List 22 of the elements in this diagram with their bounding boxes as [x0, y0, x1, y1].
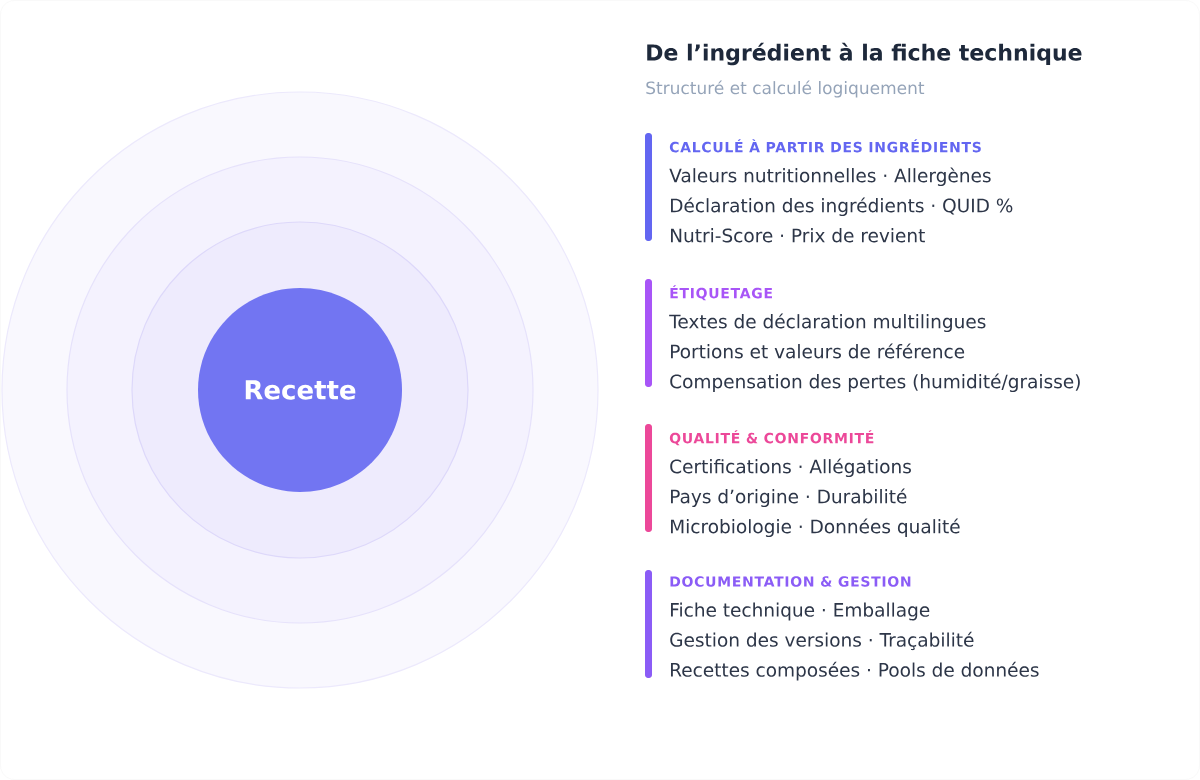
category-block: DOCUMENTATION & GESTION Fiche technique · Emballage Gestion des versions · Traçabilité Recettes composées · Pools de données: [645, 570, 1039, 681]
node-label: Microbiologie · Données qualité: [671, 518, 960, 538]
node-label: Fiche technique · Emballage: [671, 602, 930, 621]
category-block: CALCULÉ À PARTIR DES INGRÉDIENTS Valeurs nutritionnelles · Allergènes Déclaration des ingrédients · QUID % Nutri-Score · Prix de revient: [645, 133, 1013, 243]
node-label: Certifications · Allégations: [670, 458, 911, 478]
node-label: CALCULÉ À PARTIR DES INGRÉDIENTS: [669, 139, 981, 153]
node-label: Textes de déclaration multilingues: [669, 313, 986, 333]
node-label: Portions et valeurs de référence: [671, 343, 965, 359]
node-label: Pays d’origine · Durabilité: [671, 488, 907, 508]
node-label: QUALITÉ & CONFORMITÉ: [669, 430, 874, 446]
node-label: Déclaration des ingrédients · QUID %: [671, 197, 1013, 217]
node-label: Compensation des pertes (humidité/graisse): [670, 373, 1080, 393]
title: De l’ingrédient à la fiche technique: [647, 42, 1082, 66]
subtitle: Structuré et calculé logiquement: [646, 80, 925, 98]
node-label: ÉTIQUETAGE: [670, 285, 772, 301]
node-label: Nutri-Score · Prix de revient: [671, 228, 925, 243]
category-block: QUALITÉ & CONFORMITÉ Certifications · Allégations Pays d’origine · Durabilité Microbiologie · Données qualité: [645, 424, 960, 538]
node-label: Gestion des versions · Traçabilité: [670, 631, 974, 651]
category-block: ÉTIQUETAGE Textes de déclaration multilingues Portions et valeurs de référence Compensation des pertes (humidité/graisse): [645, 279, 1080, 393]
node-label: Valeurs nutritionnelles · Allergènes: [669, 167, 991, 187]
node-label: Recettes composées · Pools de données: [671, 661, 1039, 681]
node-label: DOCUMENTATION & GESTION: [670, 576, 911, 587]
